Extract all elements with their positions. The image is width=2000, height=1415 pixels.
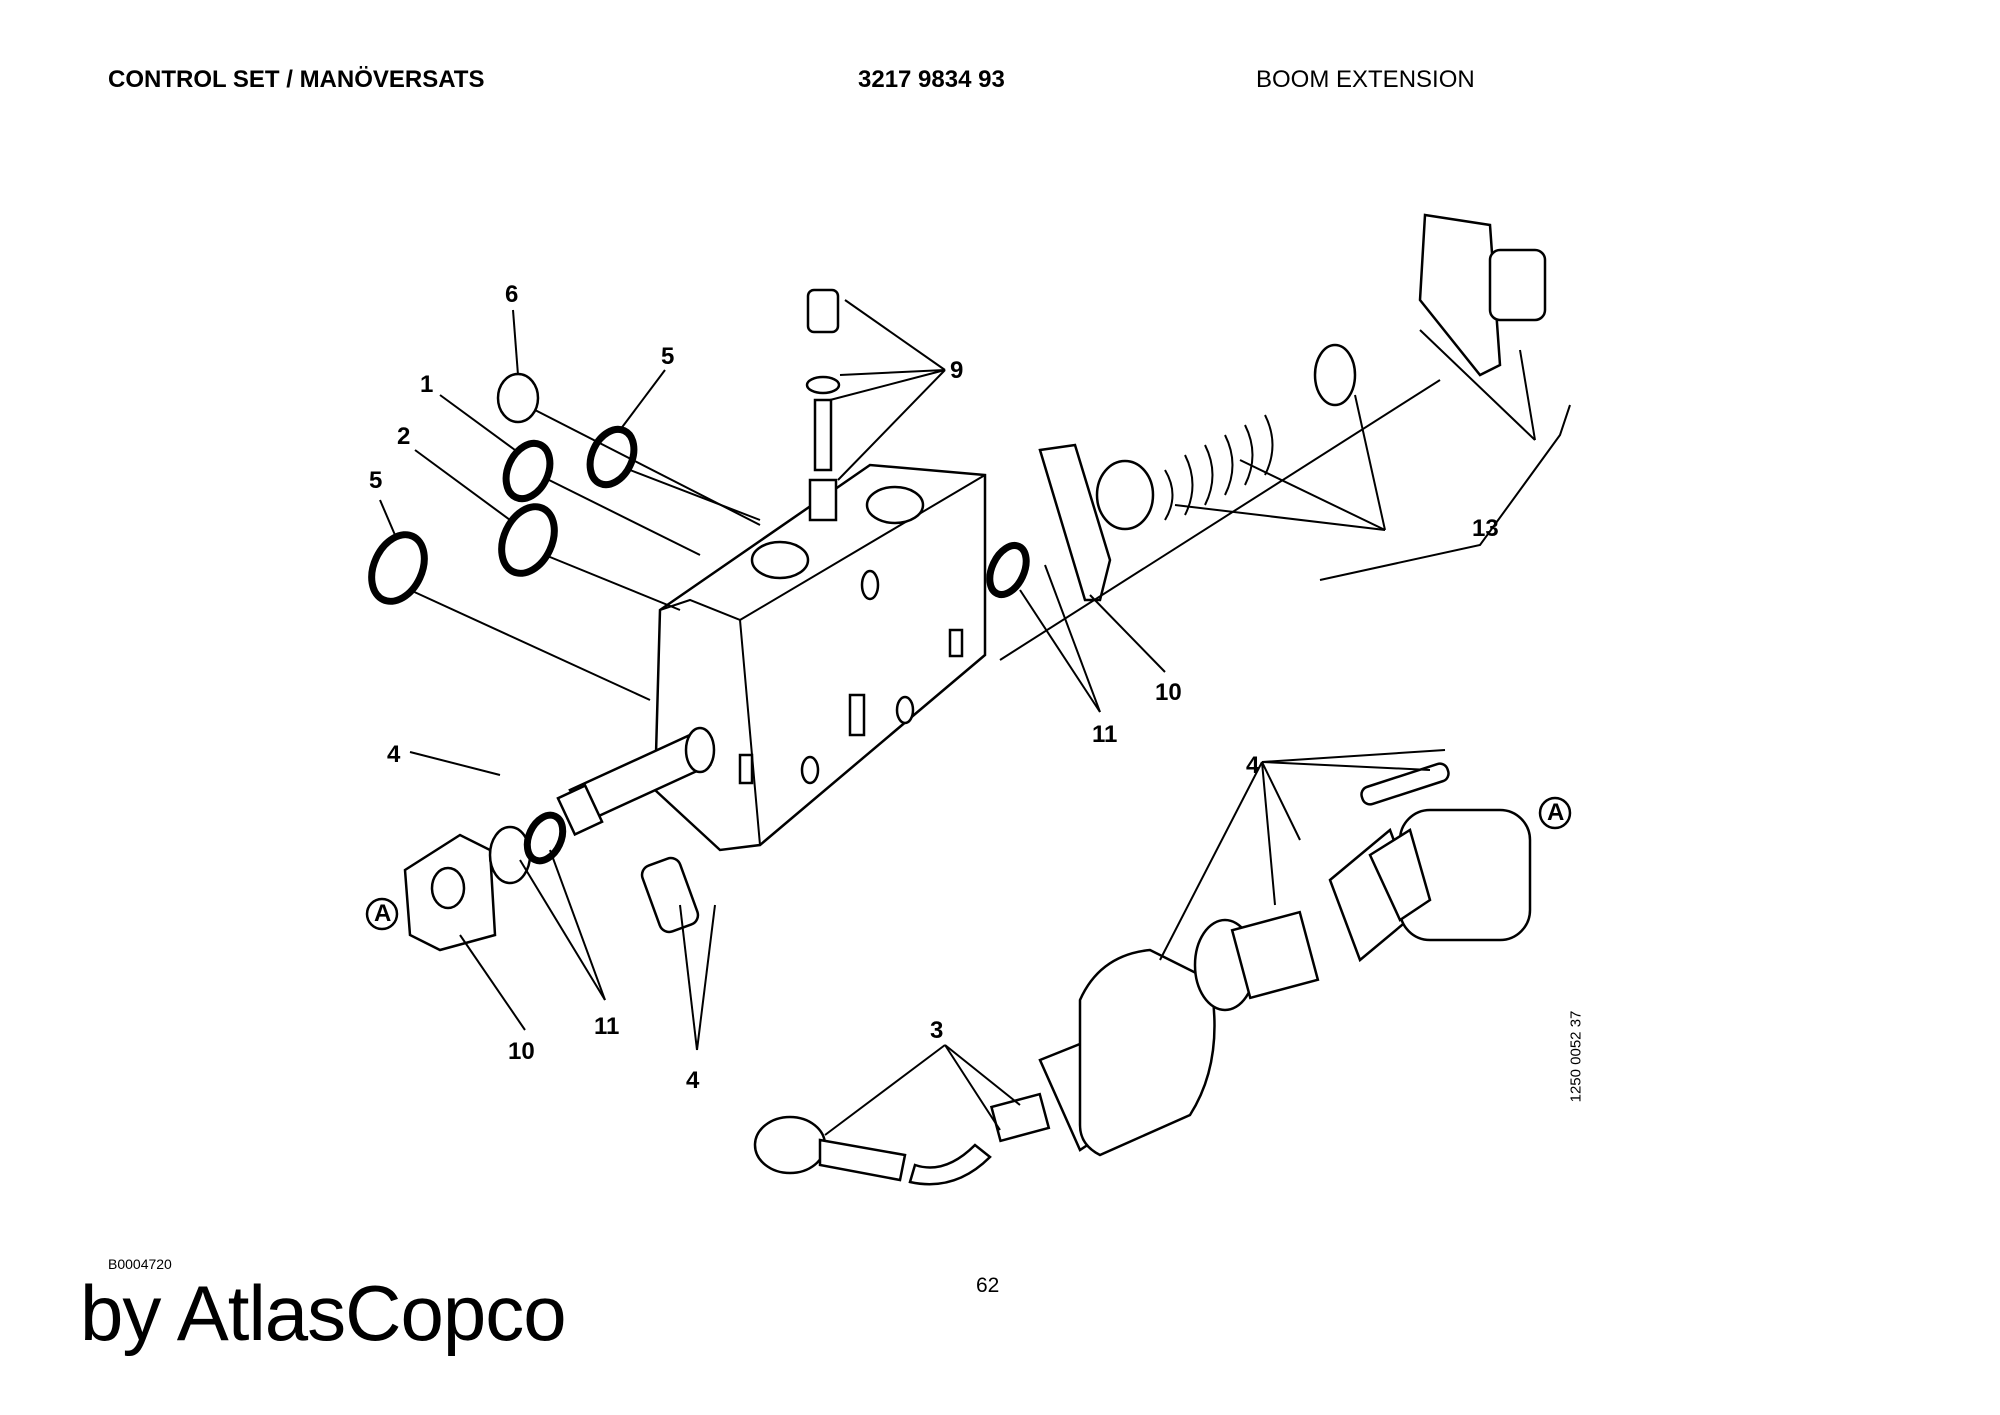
check-valve-assembly bbox=[805, 288, 841, 522]
callout-5: 5 bbox=[661, 343, 674, 370]
o-ring bbox=[986, 541, 1030, 599]
spring-assembly bbox=[999, 213, 1571, 661]
o-ring bbox=[523, 811, 567, 865]
leader-lines bbox=[379, 299, 1536, 1136]
page-number: 62 bbox=[976, 1274, 1000, 1297]
valve-block bbox=[653, 463, 987, 852]
callout-1: 1 bbox=[420, 371, 433, 398]
section-name: BOOM EXTENSION bbox=[1256, 66, 1475, 93]
callout-5: 5 bbox=[369, 467, 382, 494]
o-ring bbox=[586, 425, 638, 489]
callout-4: 4 bbox=[387, 741, 401, 768]
callout-a: A bbox=[374, 900, 391, 927]
callout-11: 11 bbox=[594, 1013, 619, 1040]
callout-2: 2 bbox=[397, 423, 410, 450]
washer bbox=[496, 372, 540, 424]
callout-a: A bbox=[1547, 799, 1564, 826]
callout-3: 3 bbox=[930, 1017, 943, 1044]
callout-4: 4 bbox=[686, 1067, 700, 1094]
callout-4: 4 bbox=[1246, 752, 1260, 779]
catalog-title: CONTROL SET / MANÖVERSATS bbox=[108, 66, 485, 93]
callout-11: 11 bbox=[1092, 721, 1117, 748]
document-code: B0004720 bbox=[108, 1256, 172, 1272]
flange-hole bbox=[430, 866, 466, 910]
callout-10: 10 bbox=[508, 1038, 535, 1065]
washer bbox=[488, 825, 532, 885]
drawing-number: 1250 0052 37 bbox=[1567, 1010, 1585, 1103]
o-ring bbox=[498, 503, 558, 577]
reference-marker-a bbox=[365, 897, 399, 931]
callout-9: 9 bbox=[950, 357, 963, 384]
callout-13: 13 bbox=[1472, 515, 1499, 542]
o-ring bbox=[368, 531, 428, 605]
reference-marker-a bbox=[1538, 796, 1572, 830]
o-ring bbox=[502, 439, 554, 503]
brand-footer: by AtlasCopco bbox=[80, 1269, 567, 1357]
pin bbox=[640, 856, 700, 934]
spool bbox=[556, 726, 716, 837]
part-number: 3217 9834 93 bbox=[858, 66, 1005, 93]
callout-10: 10 bbox=[1155, 679, 1182, 706]
callout-6: 6 bbox=[505, 281, 518, 308]
lever-assembly bbox=[753, 762, 1532, 1186]
